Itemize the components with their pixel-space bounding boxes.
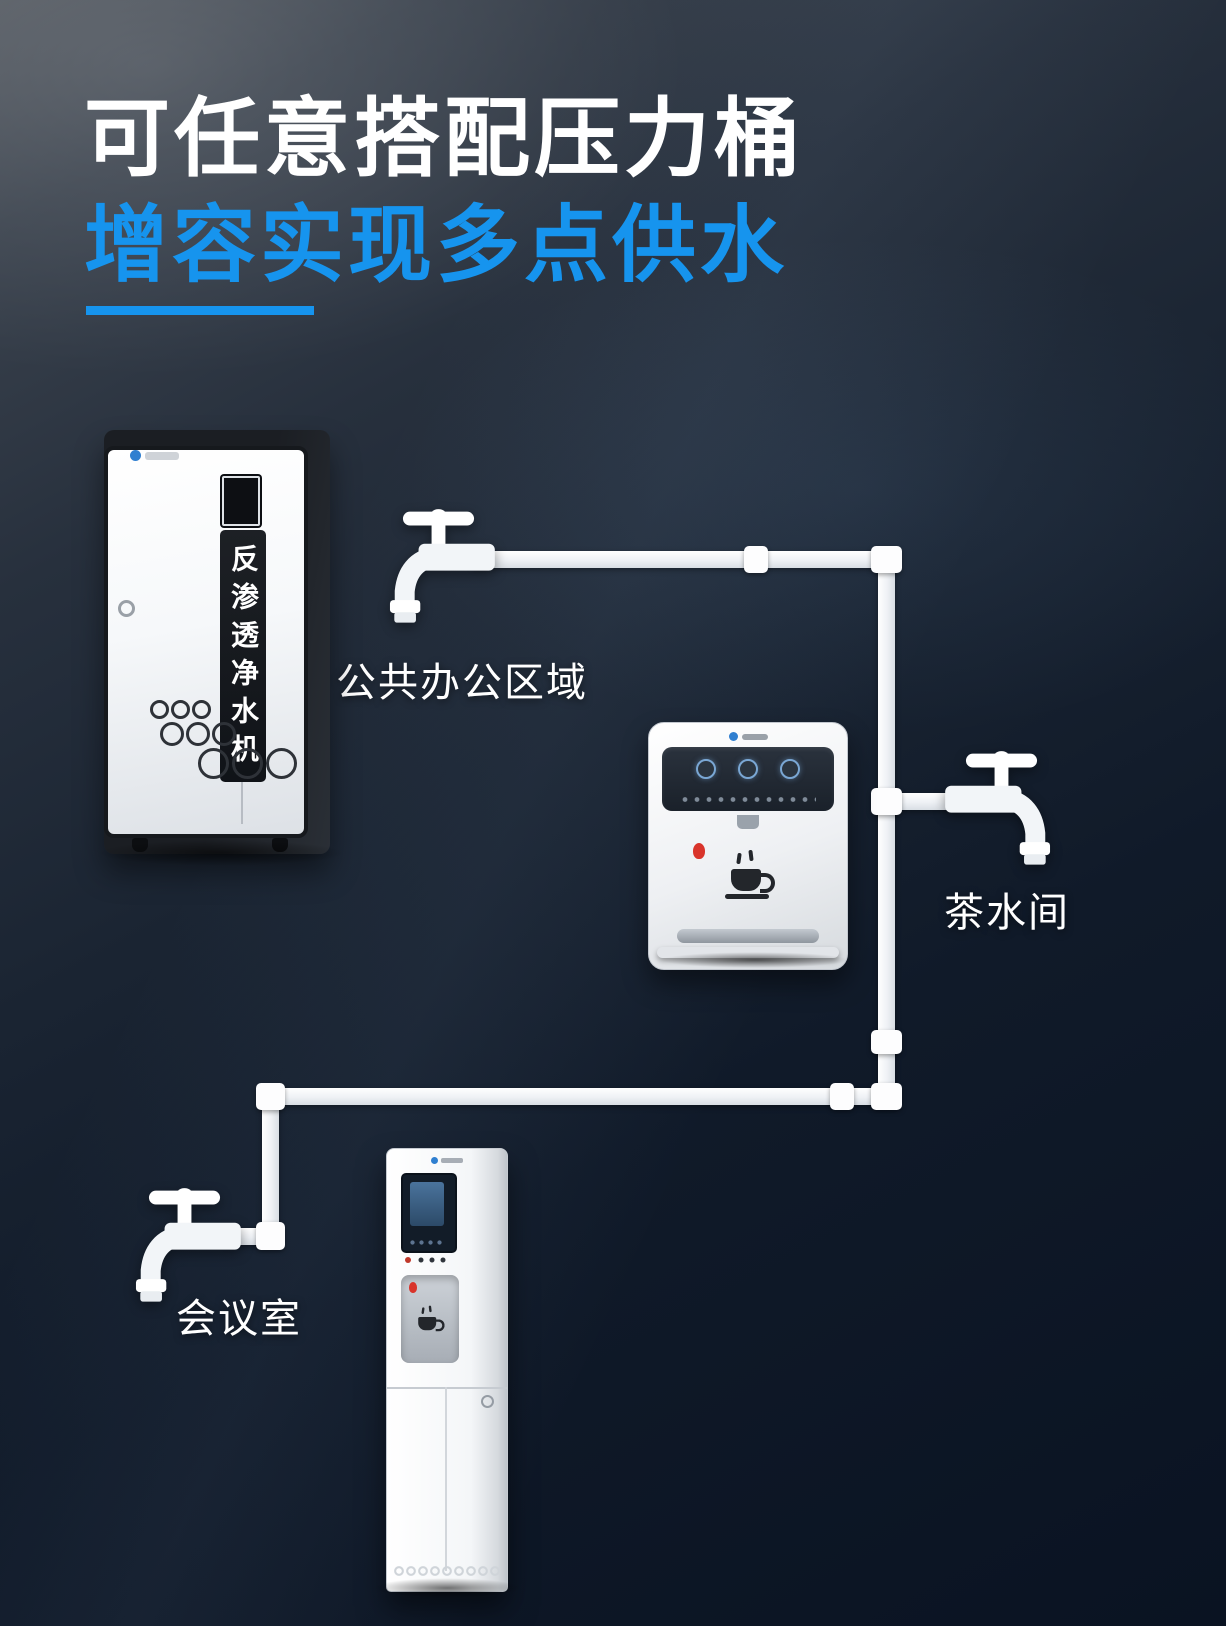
dial-button-row [662,759,834,779]
dispense-recess [401,1275,459,1363]
flame-icon [409,1282,417,1293]
pipe-corner-joint [871,546,902,573]
rings-decoration [198,748,297,779]
pipe-corner-joint [871,1083,902,1110]
floor-shadow [660,952,850,968]
floor-shadow [372,1578,522,1598]
keyhole-icon [118,600,135,617]
pipe-right-vertical [878,551,895,1105]
scallop-decoration [393,1565,501,1577]
ring-icon [192,700,211,719]
cup-icon [719,849,777,901]
hot-water-indicator [405,1257,411,1263]
ro-cabinet: 反渗透净水机 [104,430,330,854]
brand-logo [649,732,847,741]
ring-icon [171,700,190,719]
brand-logo [130,450,179,461]
faucet-icon-meeting-room [128,1182,241,1317]
steam-icon [421,1307,425,1315]
pipe-corner-joint [256,1083,285,1110]
dial-button [780,759,800,779]
display-screen [401,1173,457,1253]
pipe-tea-branch [895,793,960,810]
brand-bar [741,733,768,740]
pipe-coupling [830,1083,854,1110]
screen-content [410,1182,444,1226]
subheadline: 增容实现多点供水 [84,198,789,292]
ring-icon [198,748,229,779]
spec-label [222,476,260,526]
area-label-office: 公共办公区域 [336,661,588,705]
control-panel [662,747,834,811]
rings-decoration [160,722,236,746]
dial-button [738,759,758,779]
rings-decoration [150,700,211,719]
cup-icon [411,1305,446,1336]
pipe-coupling [871,1030,902,1054]
water-spout [737,815,759,829]
steam-icon [736,852,742,865]
steam-icon [748,849,754,862]
brand-dot-icon [728,732,738,741]
steam-icon [428,1305,432,1313]
ring-icon [150,700,169,719]
panel-seam [241,782,243,824]
saucer [725,894,769,899]
button-row [418,1257,451,1263]
standing-dispenser [386,1148,508,1592]
cup-body [731,869,761,891]
faucet-icon-tea-room [945,745,1058,880]
pipe-left-vertical [262,1088,279,1245]
brand-logo [387,1157,507,1164]
brand-bar [441,1158,463,1163]
door-seam [445,1387,447,1571]
area-label-meeting-room: 会议室 [176,1297,302,1341]
area-label-tea-room: 茶水间 [944,891,1070,935]
accent-divider [86,306,314,315]
headline: 可任意搭配压力桶 [84,91,804,187]
brand-dot-icon [431,1157,438,1164]
flame-icon [693,843,705,859]
pipe-top-horizontal [472,551,895,568]
ring-icon [232,748,263,779]
ring-icon [160,722,184,746]
screen-indicator-row [410,1240,446,1245]
ring-icon [186,722,210,746]
floor-shadow [96,840,346,866]
dial-button [696,759,716,779]
cup-body [418,1317,437,1331]
drip-tray [677,929,819,943]
pipe-coupling [744,546,768,573]
ring-icon [212,722,236,746]
brand-dot-icon [130,450,141,461]
pipe-bottom-horizontal [262,1088,895,1105]
ro-purifier: 反渗透净水机 [104,430,330,854]
indicator-row [682,797,816,802]
cup-handle [760,873,775,893]
door-seam [387,1387,507,1389]
ring-icon [266,748,297,779]
faucet-icon-office [382,503,495,638]
lock-icon [481,1395,494,1408]
cup-handle [435,1319,445,1332]
pipe-tee-joint [871,788,902,815]
ro-front-panel: 反渗透净水机 [104,446,308,838]
wall-dispenser [648,722,848,970]
pipe-corner-joint [256,1222,285,1250]
brand-bar [145,451,179,460]
ro-name-text: 反渗透净水机 [228,544,259,772]
